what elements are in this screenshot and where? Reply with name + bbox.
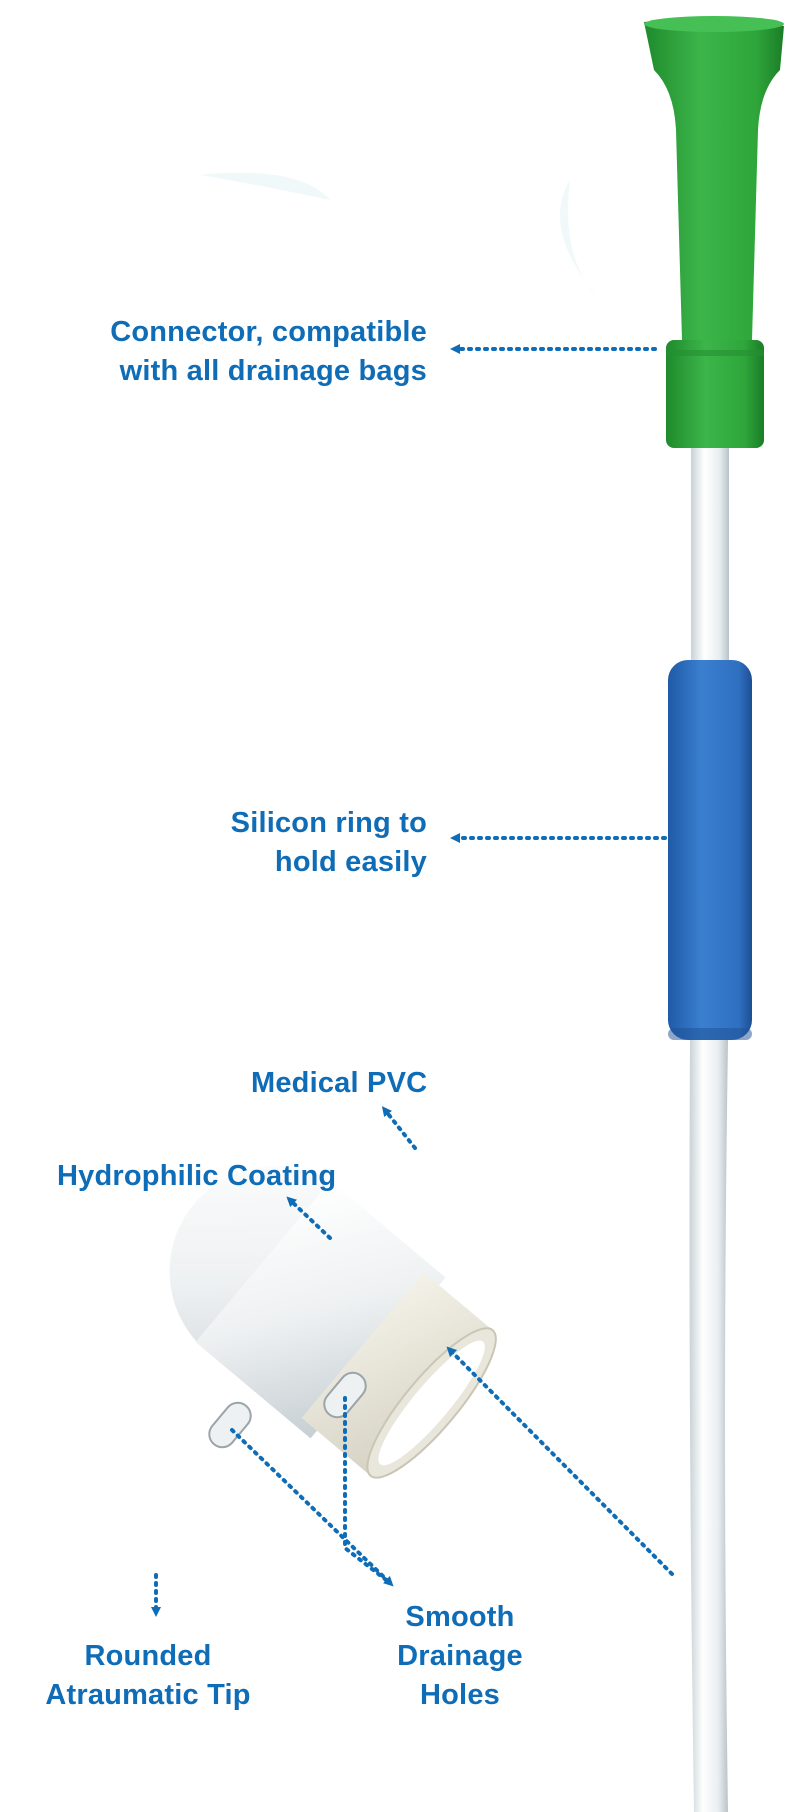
catheter-tube-upper — [691, 440, 729, 670]
label-hydrophilic-coating: Hydrophilic Coating — [57, 1160, 337, 1192]
label-medical-pvc: Medical PVC — [251, 1067, 428, 1099]
catheter-tube-lower — [689, 1040, 728, 1812]
leader-tube-to-tip — [446, 1346, 674, 1576]
label-connector: Connector, compatible with all drainage … — [110, 316, 427, 387]
connector — [644, 16, 784, 448]
silicon-ring — [668, 660, 752, 1040]
label-drainage-holes: Smooth Drainage Holes — [397, 1601, 523, 1711]
drainage-hole — [323, 1371, 367, 1419]
drainage-hole — [208, 1401, 252, 1449]
leader-drainage-hole-2 — [343, 1396, 392, 1585]
leader-drainage-hole-1 — [230, 1428, 394, 1587]
leader-hydrophilic — [286, 1196, 332, 1240]
background-swoosh — [200, 172, 330, 200]
leader-medical-pvc — [381, 1106, 417, 1150]
label-rounded-tip: Rounded Atraumatic Tip — [45, 1640, 251, 1711]
label-silicon-ring: Silicon ring to hold easily — [230, 807, 427, 878]
catheter-tip-detail — [169, 1166, 497, 1479]
background-swoosh — [560, 180, 600, 300]
